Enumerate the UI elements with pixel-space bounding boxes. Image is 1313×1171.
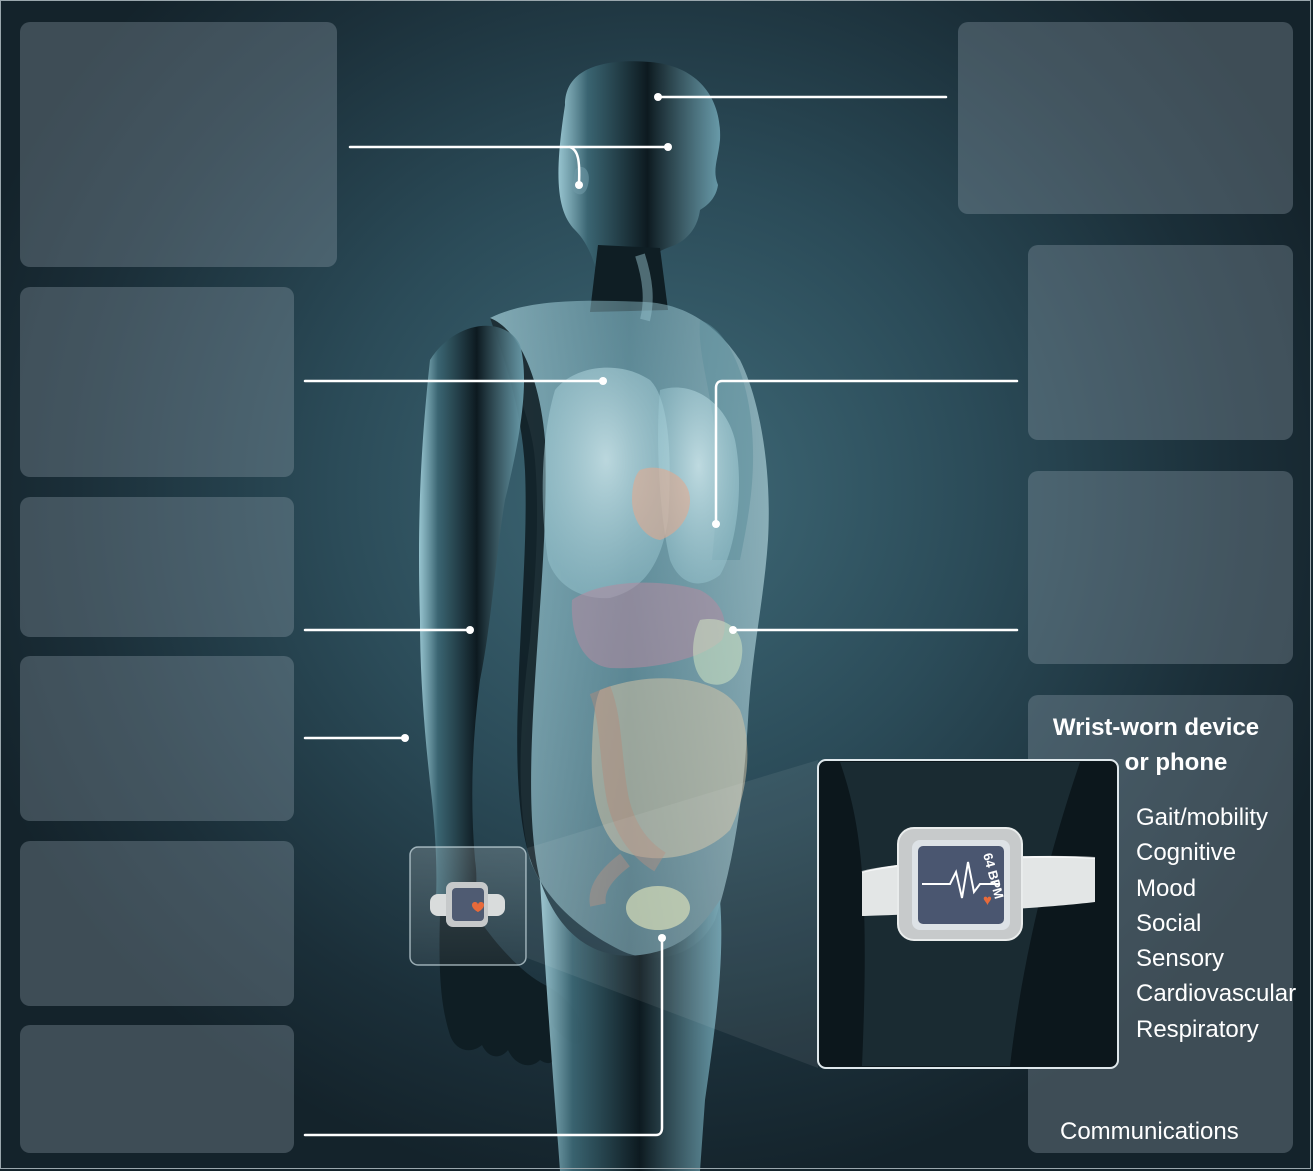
list-item: Gait/mobility [1136,800,1296,835]
list-item: Mood [1136,871,1296,906]
list-item: Respiratory [1136,1012,1296,1047]
list-item: Social [1136,906,1296,941]
measure-list: Gait/mobility Cognitive Mood Social Sens… [1136,800,1296,1047]
list-item: Sensory [1136,941,1296,976]
list-item: Cognitive [1136,835,1296,870]
device-title-line1: Wrist-worn device [1040,710,1272,745]
communications-label: Communications [1060,1118,1239,1146]
device-title-line2: or phone [1116,745,1236,780]
list-item: Cardiovascular [1136,976,1296,1011]
